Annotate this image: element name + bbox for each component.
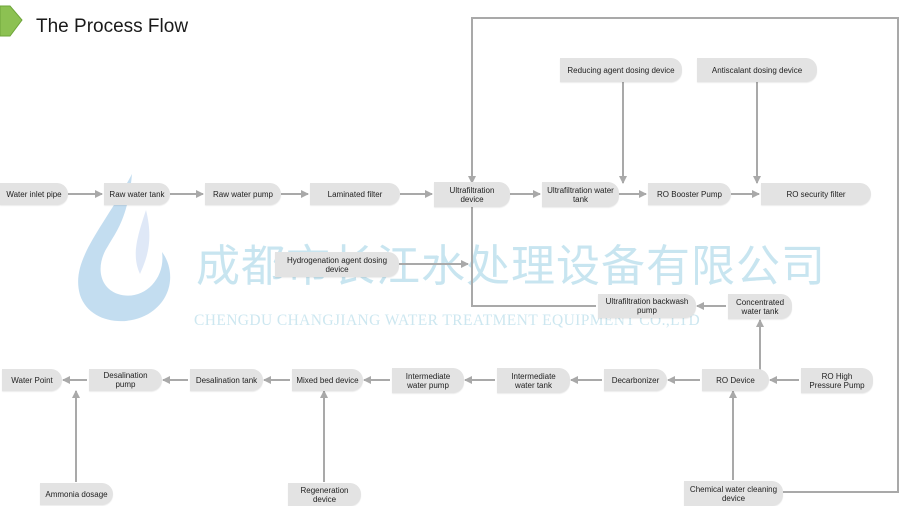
node-antiscalant-dosing: Antiscalant dosing device (697, 58, 817, 82)
watermark-english: CHENGDU CHANGJIANG WATER TREATMENT EQUIP… (194, 312, 701, 329)
node-water-point: Water Point (2, 369, 62, 391)
node-desalination-pump: Desalination pump (89, 369, 162, 391)
node-raw-water-tank: Raw water tank (104, 183, 170, 205)
node-ro-high-pressure-pump: RO High Pressure Pump (801, 368, 873, 393)
line-backwash-return (471, 204, 596, 307)
node-intermediate-water-pump: Intermediate water pump (392, 368, 464, 393)
node-ro-device: RO Device (702, 369, 769, 391)
node-uf-backwash-pump: Ultrafiltration backwash pump (598, 294, 696, 318)
node-hydrogenation-agent-dosing: Hydrogenation agent dosing device (275, 252, 399, 277)
node-desalination-tank: Desalination tank (190, 369, 263, 391)
node-ultrafiltration-device: Ultrafiltration device (434, 182, 510, 207)
node-raw-water-pump: Raw water pump (205, 183, 281, 205)
node-intermediate-water-tank: Intermediate water tank (497, 368, 570, 393)
node-ro-security-filter: RO security filter (761, 183, 871, 205)
node-concentrated-water-tank: Concentrated water tank (728, 294, 792, 319)
company-logo-watermark (78, 174, 171, 322)
node-chemical-water-cleaning: Chemical water cleaning device (684, 481, 783, 506)
node-water-inlet-pipe: Water inlet pipe (0, 183, 68, 205)
node-mixed-bed-device: Mixed bed device (292, 369, 363, 391)
arrow-cleaning-loop (468, 17, 899, 493)
node-decarbonizer: Decarbonizer (604, 369, 667, 391)
node-ultrafiltration-water-tank: Ultrafiltration water tank (542, 182, 619, 207)
node-ro-booster-pump: RO Booster Pump (648, 183, 731, 205)
corner-accent-icon (0, 5, 23, 37)
node-regeneration-device: Regeneration device (288, 483, 361, 506)
node-reducing-agent-dosing: Reducing agent dosing device (560, 58, 682, 82)
node-laminated-filter: Laminated filter (310, 183, 400, 205)
page-title: The Process Flow (36, 16, 189, 37)
node-ammonia-dosage: Ammonia dosage (40, 483, 113, 505)
